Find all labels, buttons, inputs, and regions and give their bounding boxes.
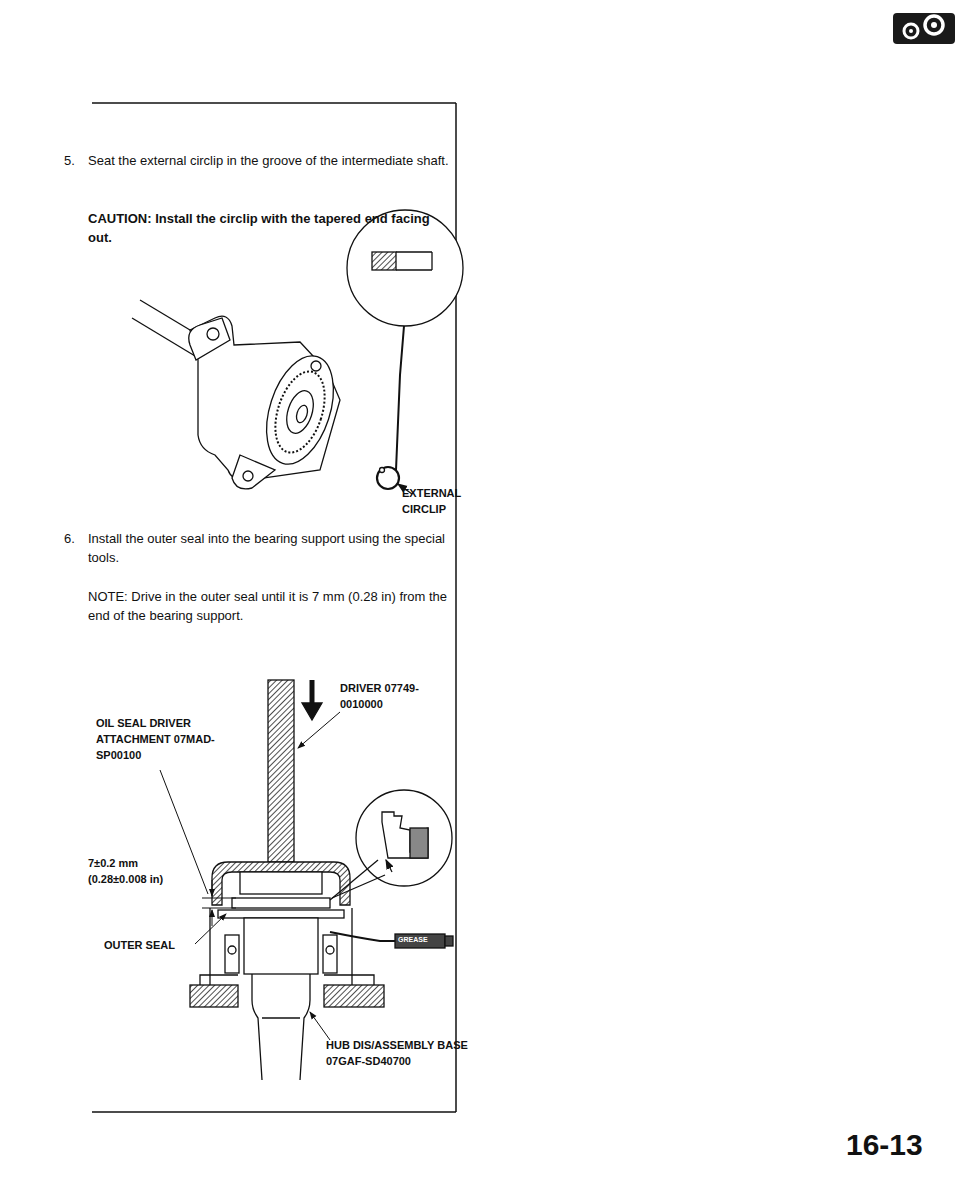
step-number: 5. [64,152,86,171]
tool-label: OIL SEAL DRIVER ATTACHMENT 07MAD-SP00100 [96,716,246,764]
seal-detail [330,790,453,948]
section-icon [893,13,955,44]
tool-label: DRIVER 07749-0010000 [340,681,458,713]
bearing-support-figure [132,300,346,489]
step-text: Install the outer seal into the bearing … [88,530,450,568]
part-label: OUTER SEAL [104,938,194,954]
dimension: 7±0.2 mm (0.28±0.008 in) [88,856,198,888]
step-text: Seat the external circlip in the groove … [88,152,450,171]
page-number: 16-13 [846,1128,946,1161]
seal-install-figure [190,680,384,1080]
grease-label: GREASE [398,936,444,944]
note-text: NOTE: Drive in the outer seal until it i… [88,588,450,626]
step-number: 6. [64,530,86,549]
caution-note: CAUTION: Install the circlip with the ta… [88,210,448,248]
part-label: EXTERNAL CIRCLIP [402,486,492,518]
tool-label: HUB DIS/ASSEMBLY BASE 07GAF-SD40700 [326,1038,486,1070]
circlip-detail [347,210,463,494]
leader-lines [160,712,340,1040]
